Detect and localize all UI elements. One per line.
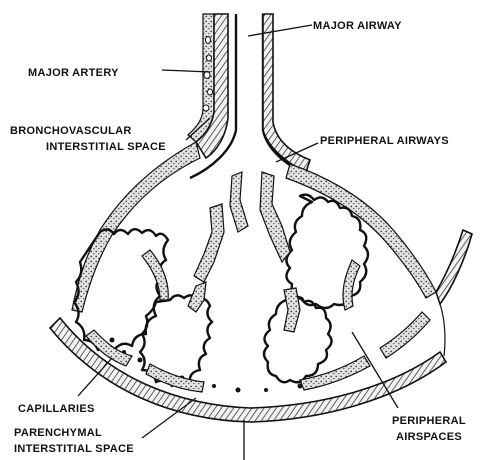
- label-bronchovascular-line2: INTERSTITIAL SPACE: [46, 141, 166, 153]
- pleural-surface-right: [436, 230, 472, 356]
- major-artery: [188, 14, 214, 142]
- left-peripheral-airway: [72, 142, 200, 312]
- label-parenchymal-line1: PARENCHYMAL: [14, 427, 102, 439]
- label-peripheral-airspaces-line2: AIRSPACES: [396, 431, 462, 443]
- label-peripheral-airspaces-line1: PERIPHERAL: [392, 415, 466, 427]
- label-major-artery: MAJOR ARTERY: [28, 67, 119, 79]
- label-peripheral-airways: PERIPHERAL AIRWAYS: [320, 135, 449, 147]
- label-parenchymal-line2: INTERSTITIAL SPACE: [14, 443, 134, 455]
- label-major-airway: MAJOR AIRWAY: [313, 20, 402, 32]
- label-capillaries: CAPILLARIES: [18, 403, 95, 415]
- label-bronchovascular-line1: BRONCHOVASCULAR: [10, 125, 132, 137]
- parenchymal-interstitial-space: [50, 318, 446, 422]
